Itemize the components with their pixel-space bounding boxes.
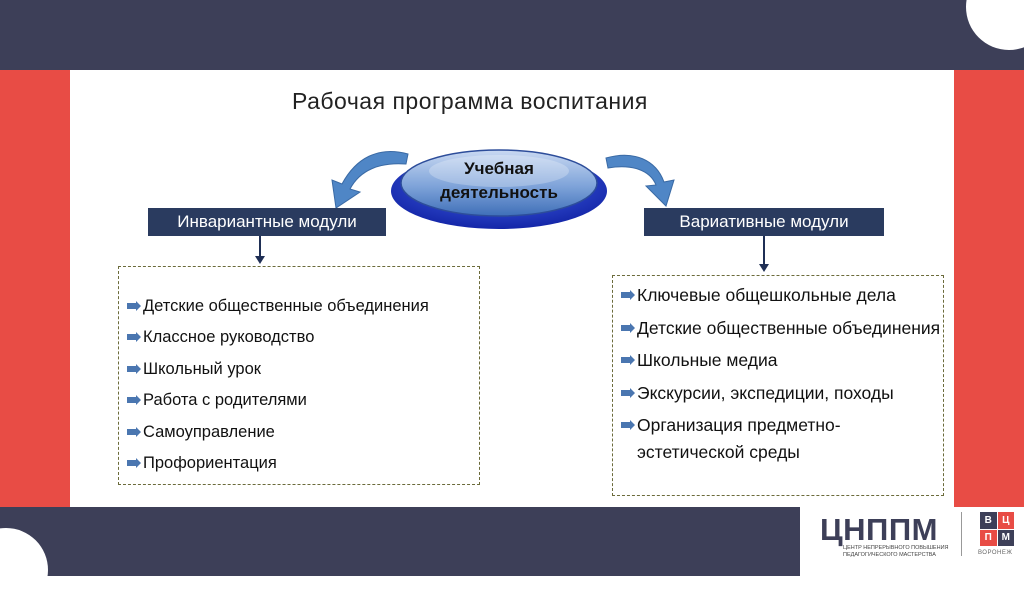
vcpm-cell: М — [997, 529, 1014, 546]
center-label-line1: Учебная — [464, 159, 534, 178]
list-item: Классное руководство — [127, 322, 479, 353]
variative-modules-label: Вариативные модули — [644, 208, 884, 236]
list-item: Экскурсии, экспедиции, походы — [621, 380, 943, 407]
list-item: Организация предметно-эстетической среды — [621, 412, 943, 465]
list-item: Школьные медиа — [621, 347, 943, 374]
list-item: Школьный урок — [127, 354, 479, 385]
list-item: Детские общественные объединения — [127, 291, 479, 322]
arrow-bullet-icon — [127, 332, 141, 343]
vcpm-cell: Ц — [997, 512, 1014, 529]
arrow-bullet-icon — [127, 301, 141, 311]
list-item: Самоуправление — [127, 417, 479, 448]
arrow-to-right-module — [605, 154, 675, 207]
variative-modules-list: Ключевые общешкольные дела Детские общес… — [621, 282, 943, 465]
arrow-bullet-icon — [621, 420, 635, 430]
invariant-modules-box: Детские общественные объединения Классно… — [118, 266, 480, 485]
bottom-bar — [0, 507, 800, 576]
vcpm-cell: П — [980, 529, 997, 546]
invariant-modules-label: Инвариантные модули — [148, 208, 386, 236]
arrow-bullet-icon — [127, 395, 141, 406]
center-ellipse: Учебная деятельность — [388, 137, 610, 233]
vcpm-logo: В Ц П М — [980, 512, 1014, 546]
variative-modules-box: Ключевые общешкольные дела Детские общес… — [612, 275, 944, 496]
arrow-bullet-icon — [127, 458, 141, 469]
invariant-modules-list: Детские общественные объединения Классно… — [127, 291, 479, 479]
arrow-bullet-icon — [621, 387, 635, 398]
right-side-band — [954, 70, 1024, 507]
left-side-band — [0, 70, 70, 507]
logo-divider — [961, 512, 962, 556]
list-item: Ключевые общешкольные дела — [621, 282, 943, 309]
cnppm-logo-subtitle: ЦЕНТР НЕПРЕРЫВНОГО ПОВЫШЕНИЯ ПЕДАГОГИЧЕС… — [843, 545, 949, 558]
vcpm-city: ВОРОНЕЖ — [978, 550, 1013, 556]
list-item: Детские общественные объединения — [621, 315, 943, 342]
arrow-bullet-icon — [621, 355, 635, 365]
list-item: Работа с родителями — [127, 385, 479, 416]
cnppm-logo: ЦНППМ — [820, 512, 938, 547]
center-label-line2: деятельность — [440, 183, 558, 202]
arrow-bullet-icon — [621, 322, 635, 333]
top-bar — [0, 0, 1024, 70]
arrow-bullet-icon — [127, 363, 141, 374]
vcpm-cell: В — [980, 512, 997, 529]
right-down-arrow — [759, 236, 769, 272]
slide-title: Рабочая программа воспитания — [292, 88, 648, 114]
list-item: Профориентация — [127, 448, 479, 479]
arrow-bullet-icon — [621, 290, 635, 300]
left-down-arrow — [255, 236, 265, 264]
arrow-bullet-icon — [127, 426, 141, 437]
